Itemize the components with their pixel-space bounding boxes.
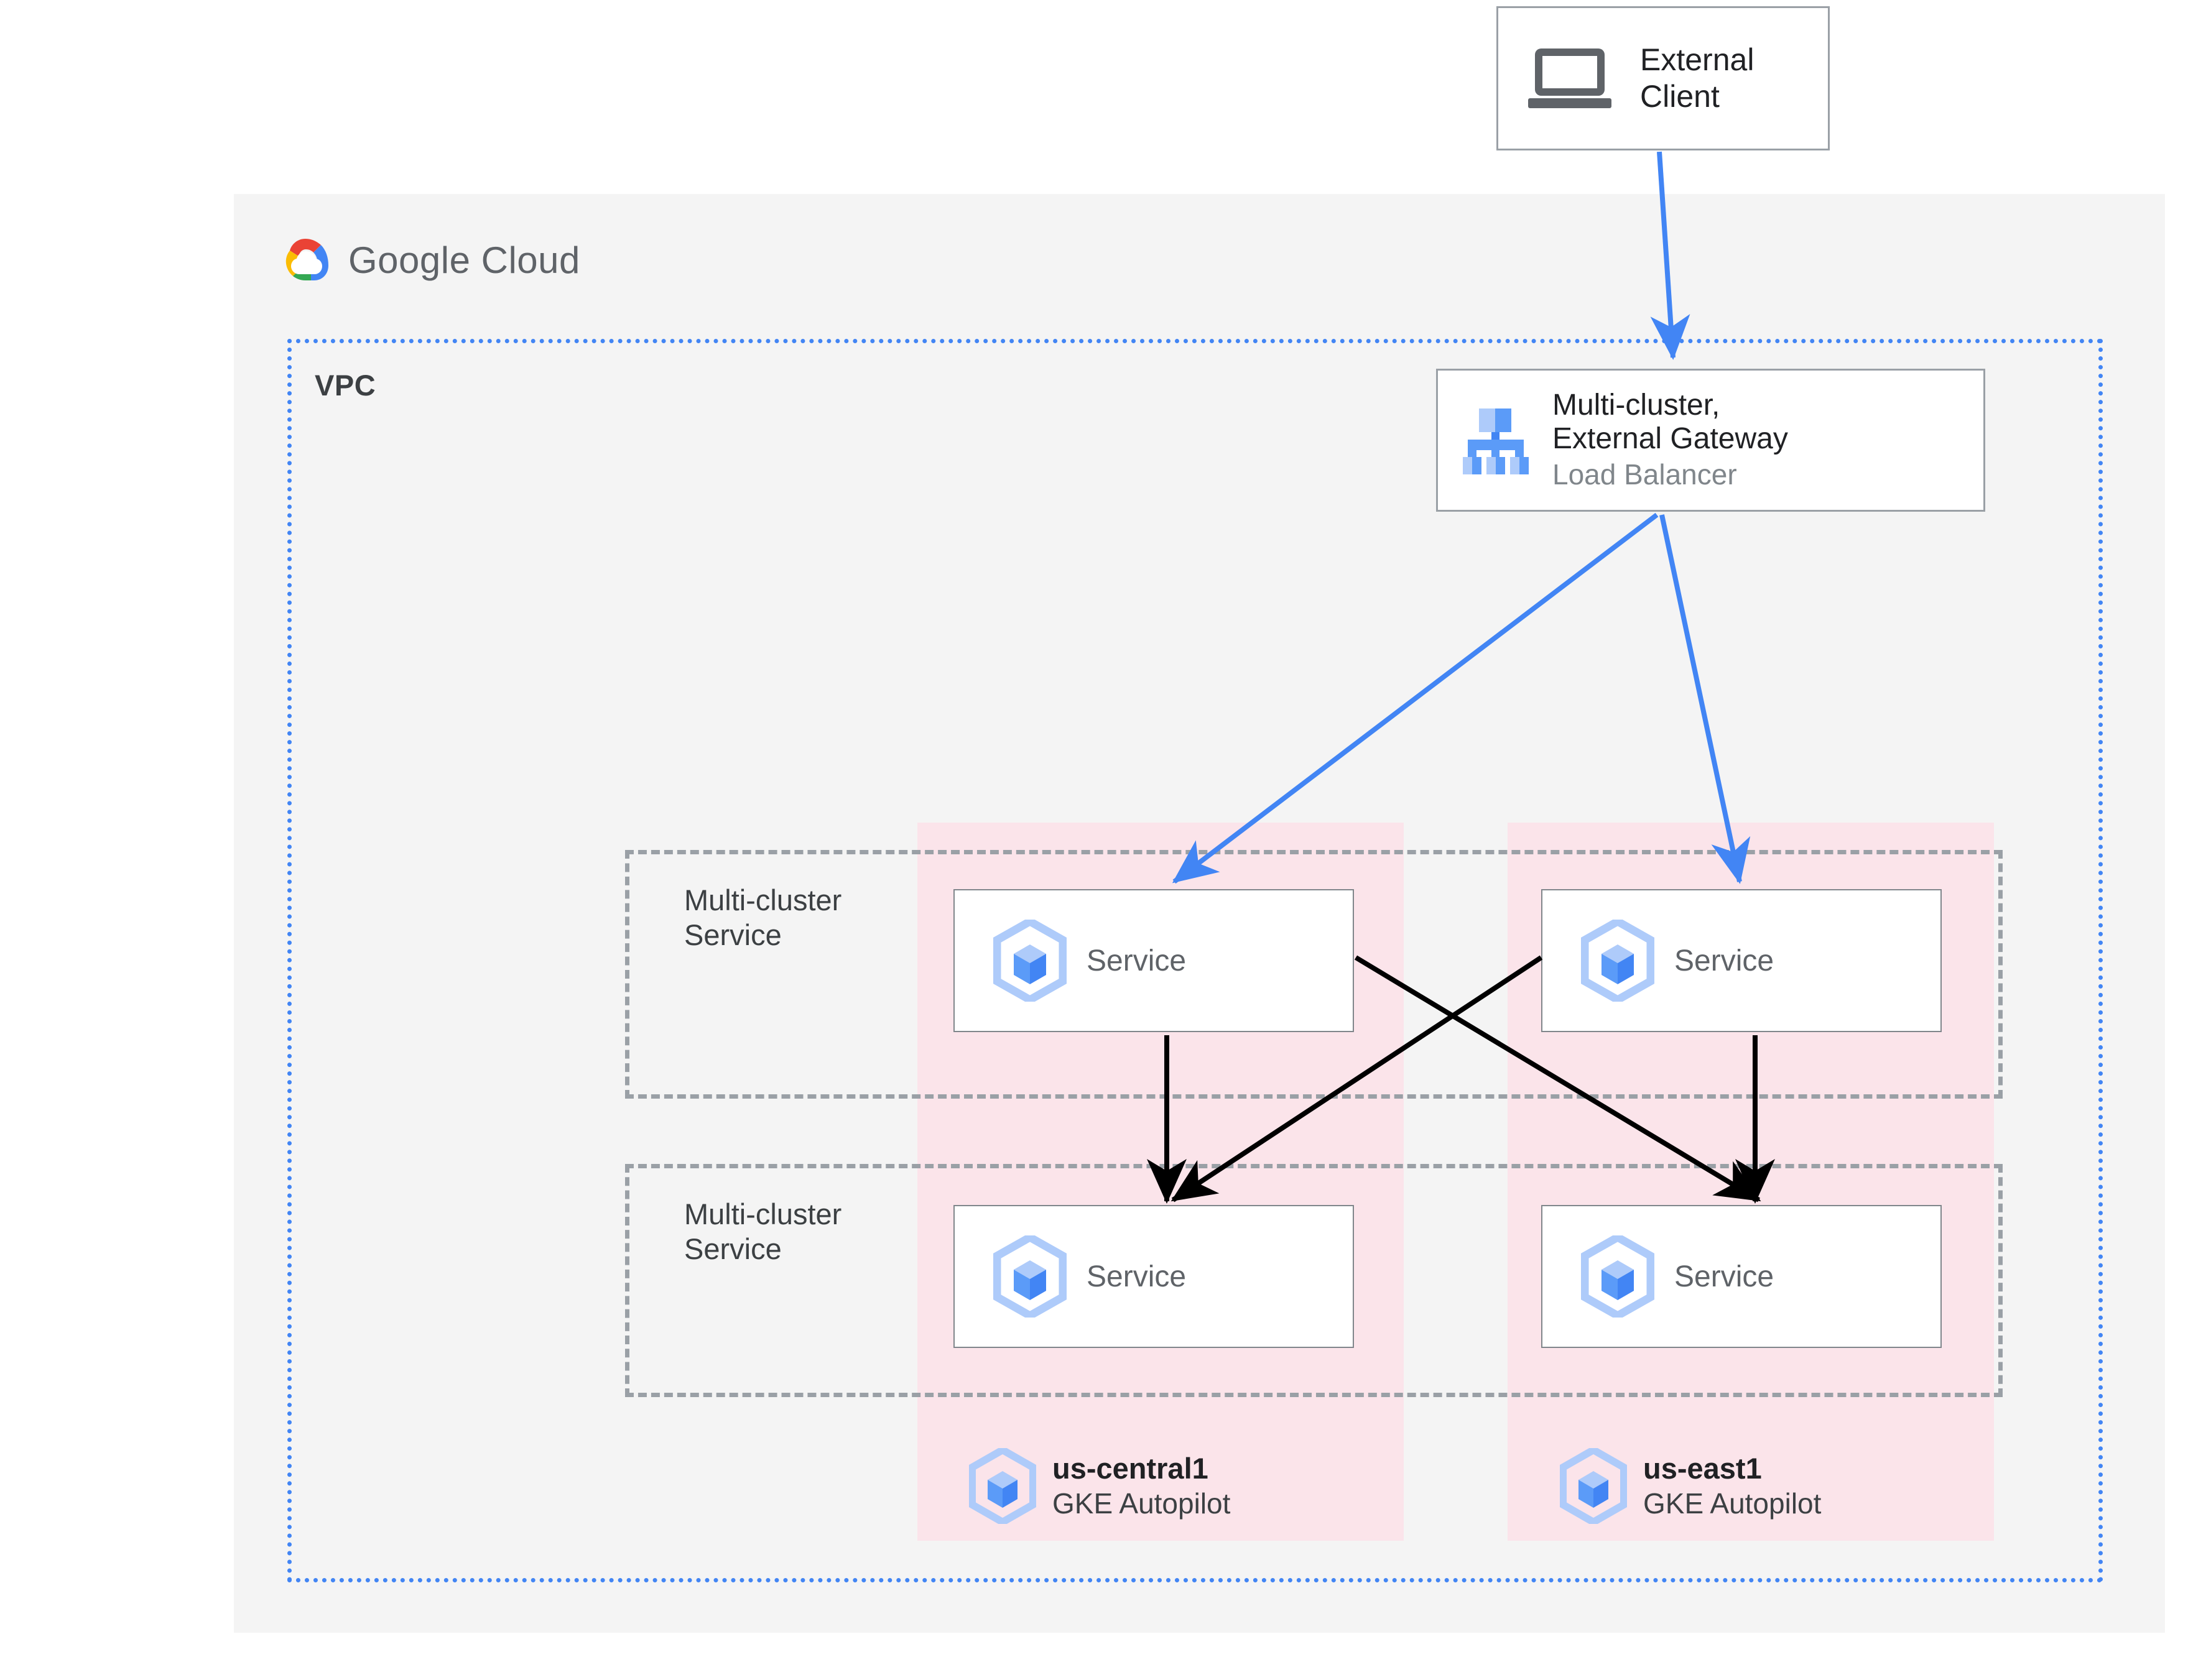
service-label: Service bbox=[1674, 944, 1774, 977]
gke-cube-icon bbox=[1559, 1446, 1628, 1526]
service-cube-icon bbox=[1580, 1232, 1655, 1321]
service-label: Service bbox=[1087, 944, 1187, 977]
gateway-subtitle: Load Balancer bbox=[1552, 458, 1737, 491]
vpc-container bbox=[287, 339, 2103, 1582]
service-cube-icon bbox=[1580, 916, 1655, 1005]
gateway-text: Multi-cluster, External Gateway Load Bal… bbox=[1552, 389, 1788, 492]
gateway-box[interactable]: Multi-cluster, External Gateway Load Bal… bbox=[1436, 369, 1985, 512]
multi-cluster-service-label-1: Multi-cluster Service bbox=[684, 884, 842, 952]
external-client-label: External Client bbox=[1640, 42, 1754, 114]
multi-cluster-service-label-2: Multi-cluster Service bbox=[684, 1198, 842, 1266]
load-balancer-icon bbox=[1454, 404, 1534, 477]
service-box-us-central1-bottom[interactable]: Service bbox=[953, 1205, 1354, 1348]
service-cube-icon bbox=[993, 1232, 1067, 1321]
cluster-footer-us-east1: us-east1 GKE Autopilot bbox=[1559, 1439, 1821, 1533]
service-box-us-east1-bottom[interactable]: Service bbox=[1541, 1205, 1942, 1348]
laptop-icon bbox=[1526, 44, 1619, 113]
external-client-box[interactable]: External Client bbox=[1496, 6, 1830, 150]
cluster-name: us-central1 bbox=[1052, 1451, 1208, 1485]
cluster-footer-us-central1: us-central1 GKE Autopilot bbox=[968, 1439, 1230, 1533]
cluster-text: us-central1 GKE Autopilot bbox=[1052, 1451, 1230, 1521]
service-cube-icon bbox=[993, 916, 1067, 1005]
google-cloud-brand: Google Cloud bbox=[279, 223, 714, 297]
service-box-us-east1-top[interactable]: Service bbox=[1541, 889, 1942, 1032]
google-cloud-logo-icon bbox=[279, 236, 332, 284]
gateway-title: Multi-cluster, External Gateway bbox=[1552, 388, 1788, 456]
service-box-us-central1-top[interactable]: Service bbox=[953, 889, 1354, 1032]
cluster-name: us-east1 bbox=[1643, 1451, 1762, 1485]
cluster-type: GKE Autopilot bbox=[1052, 1487, 1231, 1520]
cluster-text: us-east1 GKE Autopilot bbox=[1643, 1451, 1821, 1521]
vpc-label: VPC bbox=[315, 369, 376, 402]
google-cloud-wordmark: Google Cloud bbox=[348, 239, 580, 281]
service-label: Service bbox=[1087, 1260, 1187, 1293]
service-label: Service bbox=[1674, 1260, 1774, 1293]
gke-cube-icon bbox=[968, 1446, 1037, 1526]
cluster-type: GKE Autopilot bbox=[1643, 1487, 1822, 1520]
